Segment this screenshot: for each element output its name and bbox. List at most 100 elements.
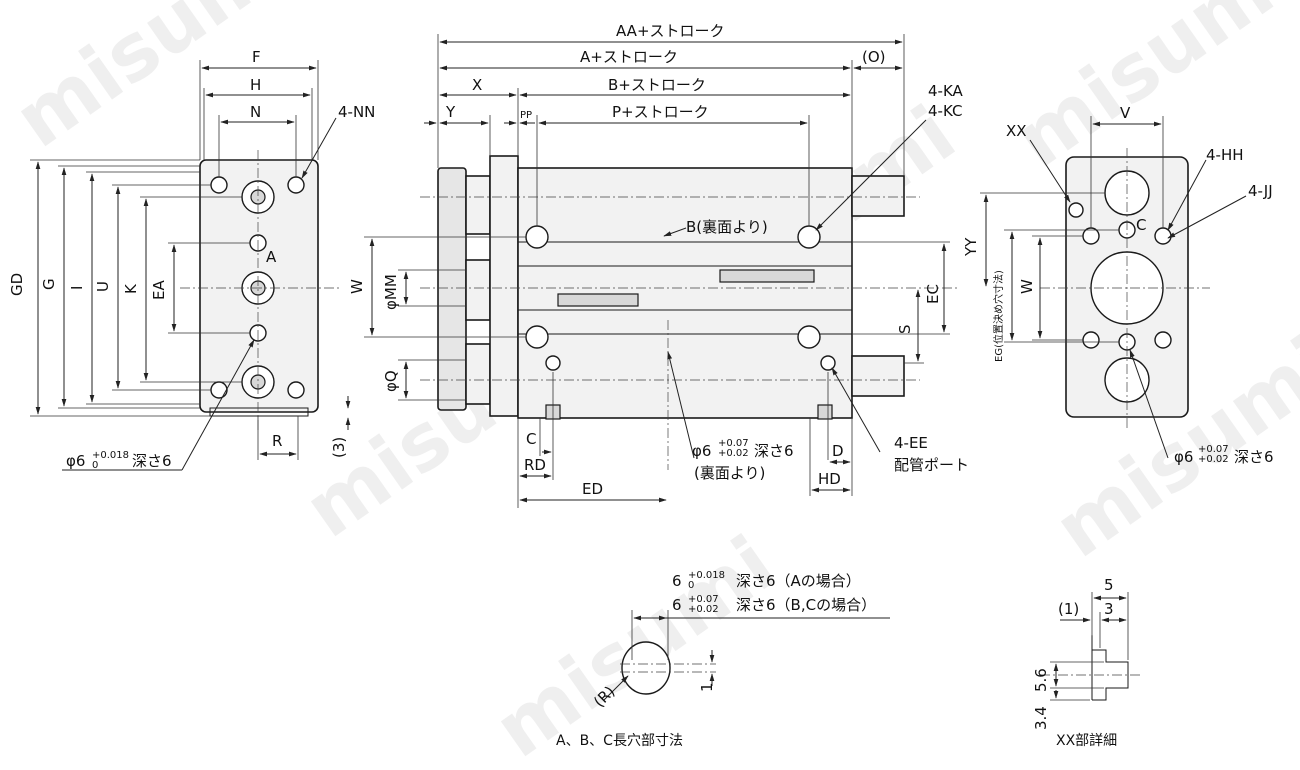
bearing-block <box>489 155 519 417</box>
leader-phi6-c <box>667 351 695 459</box>
xx-detail: 5 (1) 3 5.6 3.4 XX部詳細 <box>1032 576 1140 749</box>
label-gd: GD <box>8 273 26 296</box>
label-pp: PP <box>520 110 532 121</box>
mount-hole-tr <box>287 176 305 194</box>
label-slot-l2-tu: +0.07 <box>688 594 719 605</box>
label-one: 1 <box>698 682 716 692</box>
watermark-text-6: misumi <box>479 519 791 766</box>
label-aa: AA+ストローク <box>616 22 725 40</box>
side-hole-bl <box>525 325 549 349</box>
label-hh: 4-HH <box>1206 146 1244 164</box>
label-s: S <box>896 324 914 334</box>
label-phi6-a: φ6 <box>66 452 85 470</box>
label-a: A+ストローク <box>580 48 678 66</box>
label-ec: EC <box>924 284 942 304</box>
label-phi6-c-tol-lower: +0.02 <box>718 448 749 459</box>
label-phi6-r: φ6 <box>1174 448 1193 466</box>
label-ea: EA <box>150 280 168 300</box>
mount-hole-br <box>287 381 305 399</box>
label-backside: (裏面より) <box>694 464 765 482</box>
mount-hole-tl <box>210 176 228 194</box>
label-xx-34: 3.4 <box>1032 706 1050 730</box>
label-d: D <box>832 442 844 460</box>
port-left <box>545 355 561 371</box>
leader-xx <box>1029 139 1071 203</box>
label-w2: W <box>1018 279 1036 294</box>
label-p: P+ストローク <box>612 103 709 121</box>
label-slot-l1-tu: +0.018 <box>688 570 725 581</box>
leader-nn <box>301 117 337 179</box>
label-ka: 4-KA <box>928 82 964 100</box>
label-xx: XX <box>1006 122 1027 140</box>
sensor-groove-lower <box>557 293 639 307</box>
label-slot-l2-tl: +0.02 <box>688 604 719 615</box>
leader-phi6-a <box>181 339 255 471</box>
left-base-strip <box>209 407 309 417</box>
side-hole-tl <box>525 225 549 249</box>
end-plate <box>437 167 467 411</box>
label-rd: RD <box>524 456 546 474</box>
label-w: W <box>348 279 366 294</box>
label-slot-l1-text: 深さ6（Aの場合） <box>736 572 861 590</box>
label-ee: 4-EE <box>894 434 928 452</box>
leader-phi6-r <box>1129 349 1169 459</box>
label-slot-l2-num: 6 <box>672 596 682 614</box>
slot-detail: 6 +0.018 0 深さ6（Aの場合） 6 +0.07 +0.02 深さ6（B… <box>556 570 890 749</box>
leader-ka-kc <box>815 119 927 231</box>
label-slot-l1-num: 6 <box>672 572 682 590</box>
label-f: F <box>252 48 261 66</box>
label-xx-caption: XX部詳細 <box>1056 733 1117 749</box>
label-xx-three: 3 <box>1104 600 1114 618</box>
right-hole-tr <box>1154 227 1172 245</box>
left-end-view: F H N 4-NN GD G I U K EA A <box>8 48 375 471</box>
lower-guide-stub <box>465 343 491 405</box>
sensor-groove-upper <box>719 269 815 283</box>
label-xx-one: (1) <box>1058 600 1079 618</box>
label-b: B+ストローク <box>608 76 706 94</box>
label-o: (O) <box>862 48 886 66</box>
piston-rod-stub <box>465 259 491 321</box>
label-hd: HD <box>818 470 841 488</box>
xx-profile <box>1091 635 1129 701</box>
label-phi6-c: φ6 <box>692 442 711 460</box>
right-end-view: V XX 4-HH 4-JJ C YY EG(位置決め穴寸法) W φ6 +0.… <box>962 104 1274 466</box>
label-yy: YY <box>962 237 980 257</box>
label-ed: ED <box>582 480 603 498</box>
right-hole-bl <box>1082 331 1100 349</box>
label-a-mark: A <box>266 248 277 266</box>
watermark-text-1: misumi <box>0 0 311 166</box>
port-right <box>820 355 836 371</box>
upper-guide-stub <box>465 175 491 235</box>
lower-rod-protrusion <box>851 355 905 397</box>
xx-detail-marker <box>1068 202 1084 218</box>
cylinder-body <box>517 167 853 419</box>
leader-b-back <box>663 227 687 237</box>
label-y: Y <box>445 103 456 121</box>
label-phi6-r-depth: 深さ6 <box>1234 448 1274 466</box>
label-kc: 4-KC <box>928 102 962 120</box>
label-eg: EG(位置決め穴寸法) <box>992 270 1005 362</box>
leader-ee <box>831 367 881 453</box>
label-slot-l1-tl: 0 <box>688 580 694 591</box>
label-phi6-r-tol-lower: +0.02 <box>1198 454 1229 465</box>
label-mm: φMM <box>382 274 400 310</box>
label-jj: 4-JJ <box>1248 182 1273 200</box>
label-c: C <box>526 430 536 448</box>
label-xx-five: 5 <box>1104 576 1114 594</box>
label-nn: 4-NN <box>338 103 375 121</box>
label-three: (3) <box>330 437 348 458</box>
label-u: U <box>94 281 112 292</box>
right-hole-br <box>1154 331 1172 349</box>
leader-jj <box>1167 195 1247 239</box>
label-slot-caption: A、B、C長穴部寸法 <box>556 733 683 749</box>
label-phi6-c-depth: 深さ6 <box>754 442 794 460</box>
label-g: G <box>40 278 58 290</box>
label-q: φQ <box>382 370 400 392</box>
side-hole-br <box>797 325 821 349</box>
label-phi6-a-depth: 深さ6 <box>132 452 172 470</box>
leader-hh <box>1167 159 1207 231</box>
port-fitting-right <box>817 404 833 420</box>
label-k: K <box>122 283 140 294</box>
